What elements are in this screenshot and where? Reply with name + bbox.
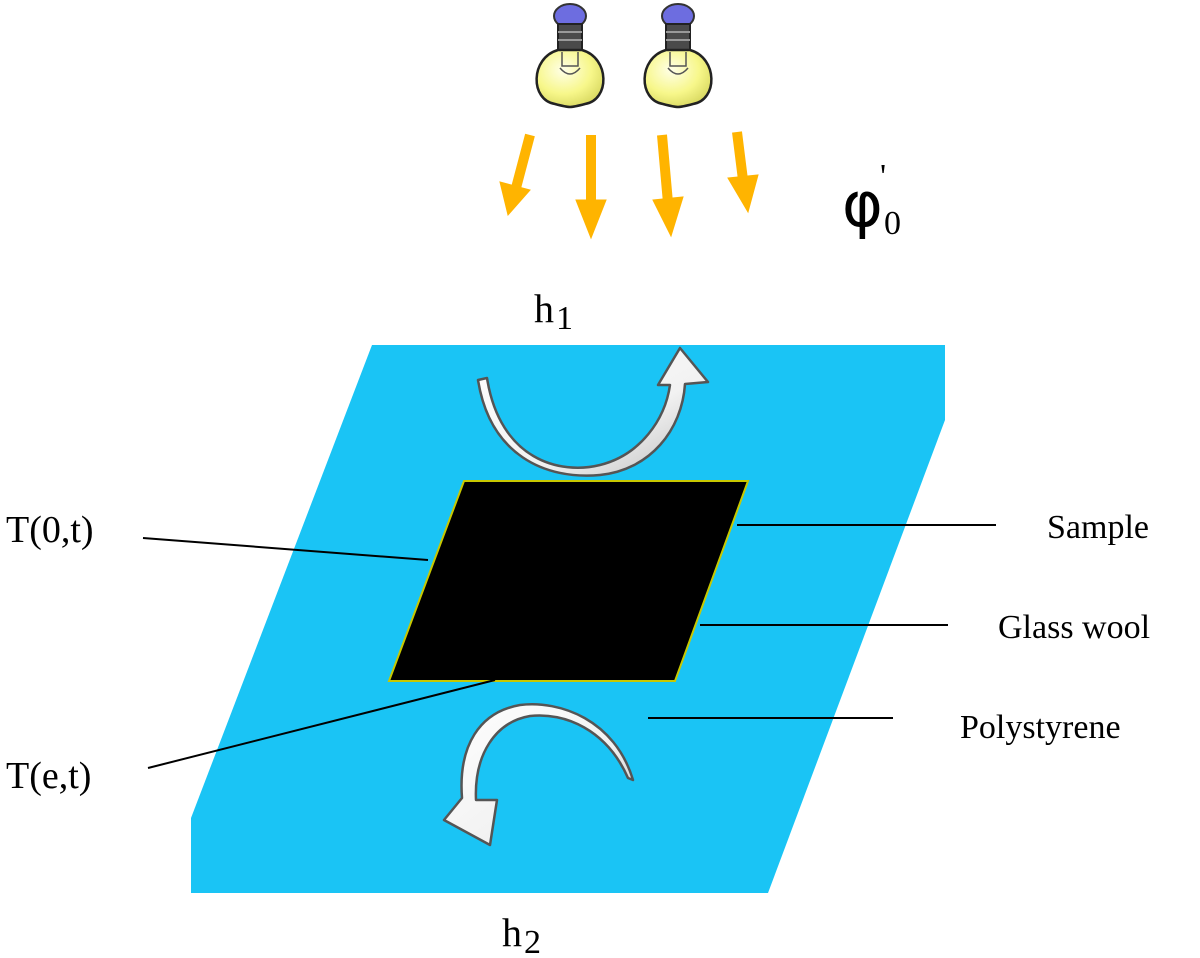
flux-symbol: φ: [842, 168, 883, 241]
h2-main: h: [502, 910, 522, 955]
polystyrene-label: Polystyrene: [960, 709, 1121, 746]
light-bulb-icon: [535, 3, 605, 109]
h1-curved-arrow: [476, 346, 710, 477]
h2-subscript: 2: [524, 924, 541, 958]
h1-main: h: [534, 286, 554, 331]
leader-lines: [142, 524, 996, 769]
flux-subscript: 0: [884, 205, 901, 242]
h1-subscript: 1: [556, 300, 573, 337]
light-bulb-icon: [643, 3, 713, 109]
light-ray-arrow: [652, 134, 684, 238]
leader-line-t-front: [142, 537, 429, 561]
sample-label: Sample: [1047, 509, 1149, 546]
light-ray-arrow: [727, 131, 759, 214]
h2-label: h 2: [502, 910, 541, 958]
flux-prime: ': [880, 158, 886, 195]
t-front-label: T(0,t): [6, 509, 94, 551]
light-ray-arrow: [499, 133, 535, 217]
light-rays: [499, 131, 759, 240]
h2-curved-arrow: [442, 703, 635, 847]
sample-plate: [387, 480, 750, 682]
t-back-label: T(e,t): [6, 755, 91, 797]
flux-label: φ ' 0: [842, 158, 901, 242]
glass-wool-label: Glass wool: [998, 609, 1150, 646]
h1-label: h 1: [534, 286, 573, 337]
light-ray-arrow: [575, 135, 607, 240]
leader-line-t-back: [147, 679, 496, 769]
